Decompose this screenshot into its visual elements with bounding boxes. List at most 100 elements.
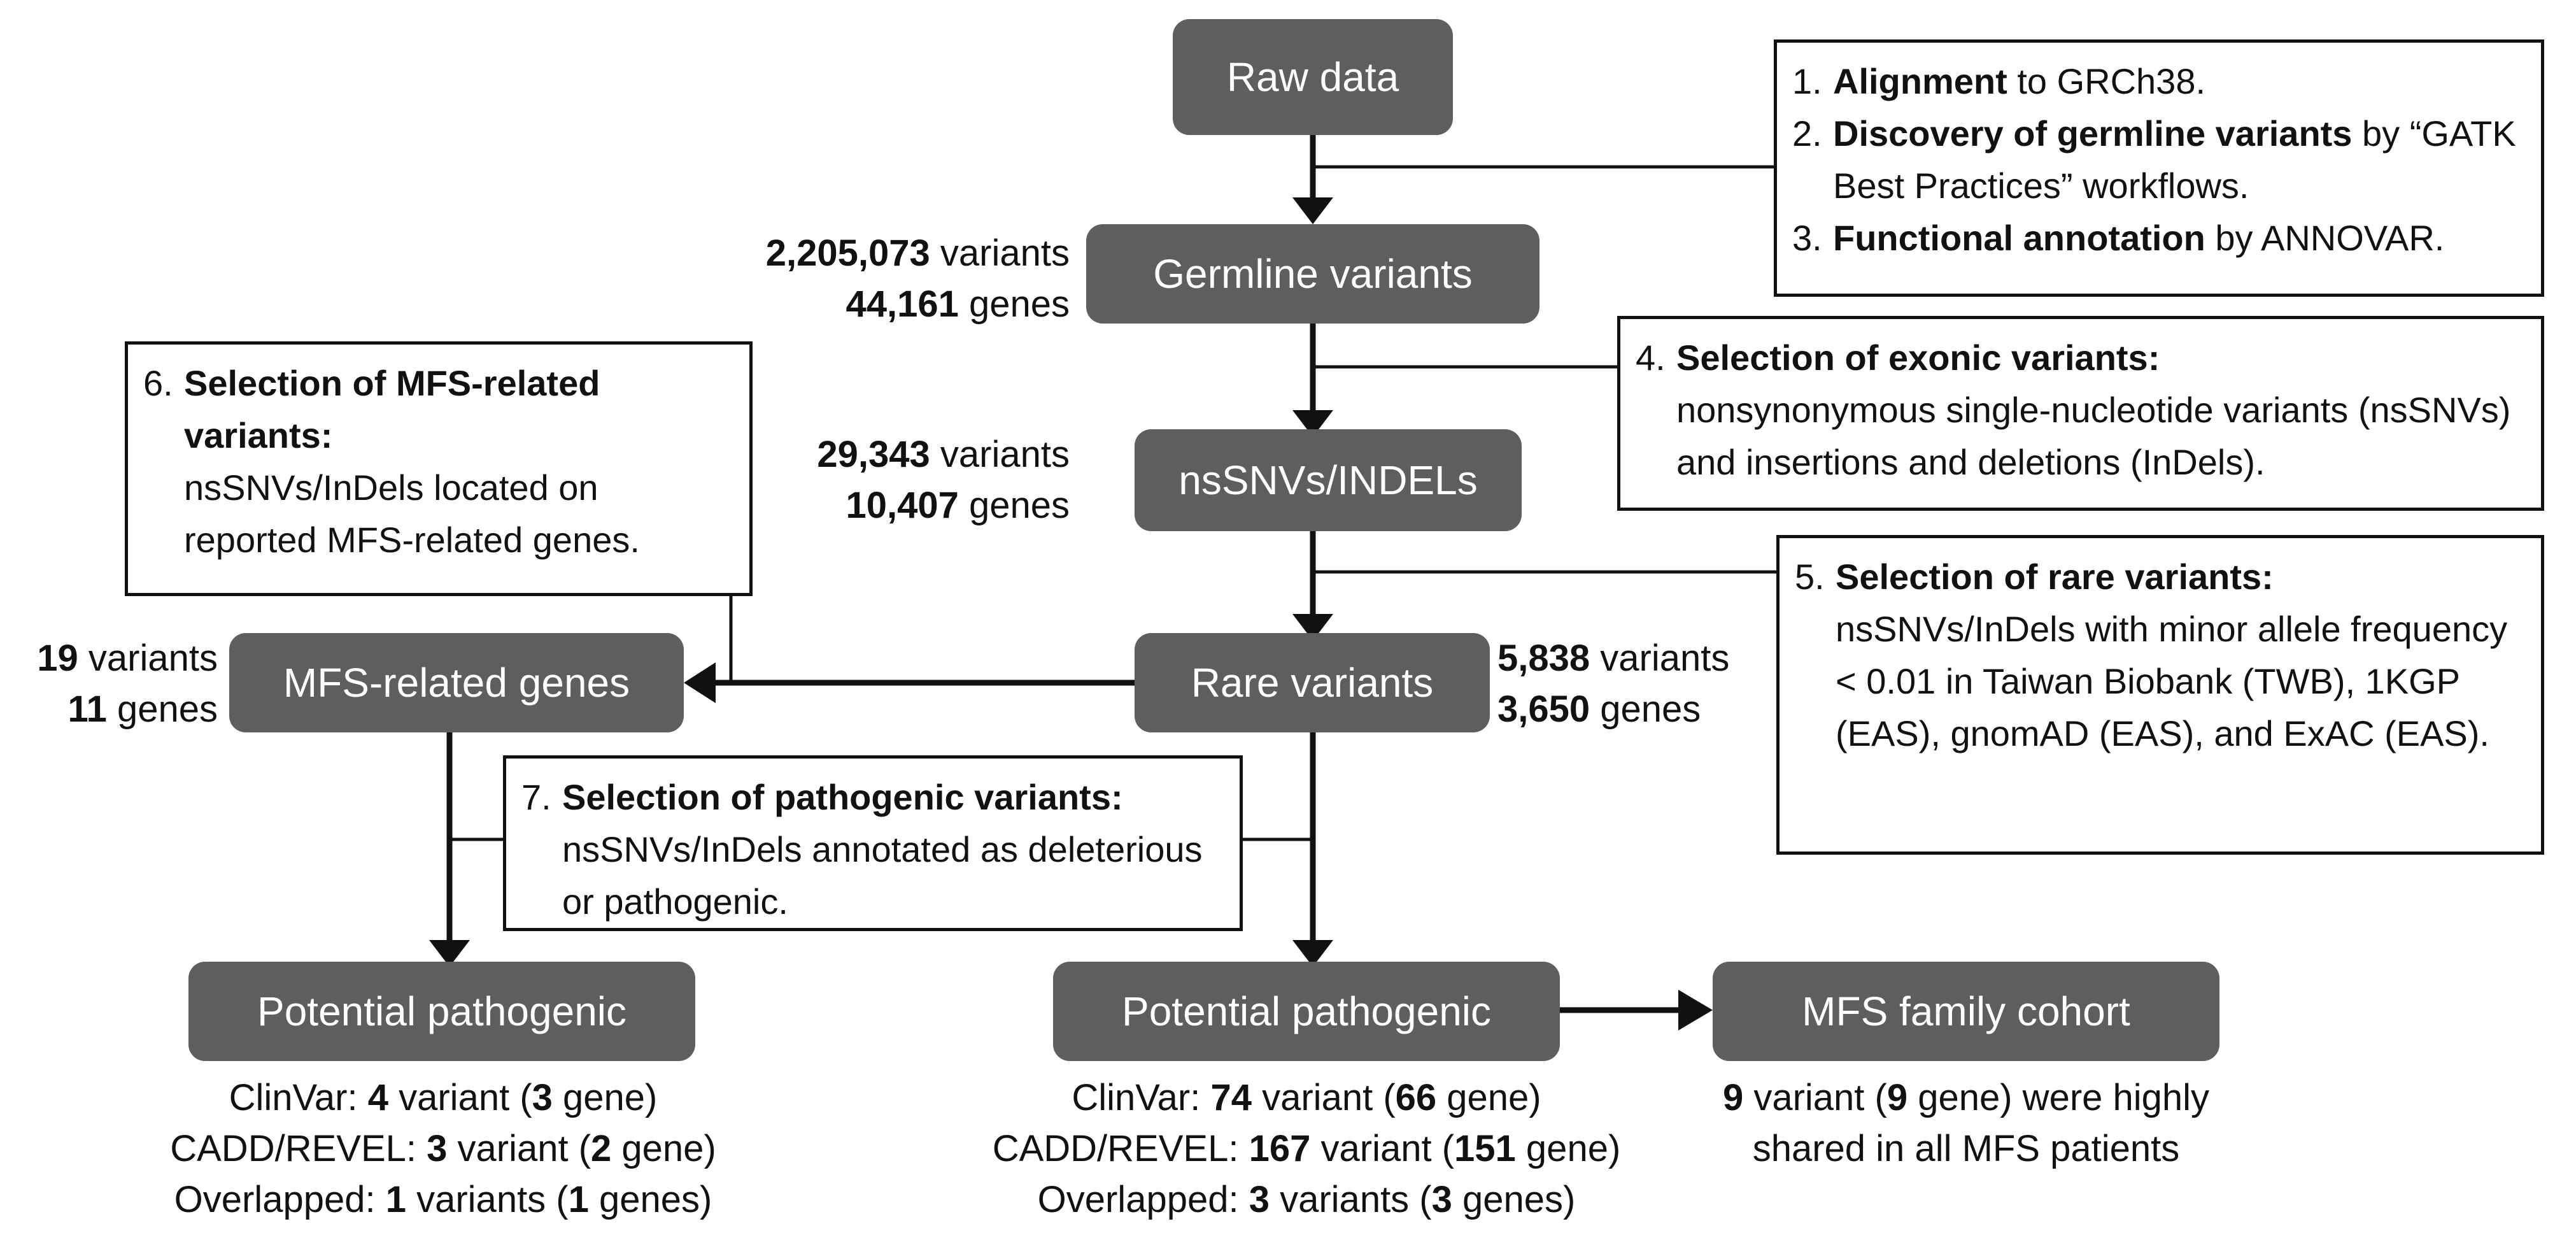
arrowhead-mfs <box>684 662 716 703</box>
result-left-clinvar-genes: 3 <box>532 1077 553 1118</box>
note-1-number: 1. <box>1792 61 1822 101</box>
note-item-2: 2. Discovery of germline variants by “GA… <box>1792 108 2526 212</box>
note-item-3: 3. Functional annotation by ANNOVAR. <box>1792 212 2526 264</box>
note-3-text: by ANNOVAR. <box>2205 218 2445 258</box>
count-rare-genes-num: 3,650 <box>1497 688 1590 730</box>
result-right-cadd-label: CADD/REVEL: <box>992 1128 1249 1169</box>
count-nssnvs: 29,343 variants 10,407 genes <box>817 429 1070 531</box>
result-right-cadd: CADD/REVEL: 167 variant (151 gene) <box>987 1123 1626 1174</box>
count-rare-variants-num: 5,838 <box>1497 638 1590 679</box>
node-nssnvs-indels: nsSNVs/INDELs <box>1135 429 1522 531</box>
result-right-overlap-gw: genes) <box>1452 1179 1576 1220</box>
note-6-number: 6. <box>143 363 173 403</box>
count-mfs: 19 variants 11 genes <box>37 633 218 735</box>
note-box-step-4: 4. Selection of exonic variants: nonsynon… <box>1617 316 2544 511</box>
node-rare-variants: Rare variants <box>1135 633 1490 732</box>
note-1-title: Alignment <box>1833 61 2007 101</box>
count-nssnvs-variants-num: 29,343 <box>817 434 930 475</box>
note-2-title: Discovery of germline variants <box>1833 113 2353 153</box>
note-7-title: Selection of pathogenic variants: <box>562 777 1123 817</box>
count-germline: 2,205,073 variants 44,161 genes <box>766 228 1070 330</box>
result-right-clinvar: ClinVar: 74 variant (66 gene) <box>987 1073 1626 1123</box>
count-mfs-variants-word: variants <box>88 638 218 679</box>
result-right-cadd-vw: variant ( <box>1310 1128 1455 1169</box>
note-box-steps-1-3: 1. Alignment to GRCh38. 2. Discovery of … <box>1774 39 2544 297</box>
node-potential-pathogenic-left: Potential pathogenic <box>188 962 695 1061</box>
count-rare: 5,838 variants 3,650 genes <box>1497 633 1729 735</box>
result-right-cadd-gw: gene) <box>1515 1128 1621 1169</box>
result-right-cadd-genes: 151 <box>1454 1128 1516 1169</box>
result-cohort-vw: variant ( <box>1743 1077 1887 1118</box>
count-germline-genes-num: 44,161 <box>846 283 959 325</box>
note-box-step-7: 7. Selection of pathogenic variants:nsSN… <box>503 755 1243 931</box>
node-mfs-related-genes: MFS-related genes <box>229 633 684 732</box>
note-4-text: nonsynonymous single-nucleotide variants… <box>1676 390 2511 482</box>
count-nssnvs-genes-num: 10,407 <box>846 485 959 526</box>
results-cohort: 9 variant (9 gene) were highly shared in… <box>1655 1073 2277 1174</box>
note-box-step-5: 5. Selection of rare variants: nsSNVs/InD… <box>1776 535 2544 855</box>
note-7-number: 7. <box>521 777 551 817</box>
result-left-clinvar-label: ClinVar: <box>229 1077 368 1118</box>
result-left-clinvar-variants: 4 <box>367 1077 388 1118</box>
note-5-number: 5. <box>1795 557 1825 597</box>
note-3-title: Functional annotation <box>1833 218 2205 258</box>
count-germline-genes-word: genes <box>968 283 1070 325</box>
count-nssnvs-variants-word: variants <box>940 434 1070 475</box>
note-5-title: Selection of rare variants: <box>1836 557 2274 597</box>
result-right-clinvar-variants: 74 <box>1210 1077 1252 1118</box>
result-right-cadd-variants: 167 <box>1249 1128 1311 1169</box>
result-cohort-line2: shared in all MFS patients <box>1752 1128 2180 1169</box>
count-germline-variants-num: 2,205,073 <box>765 232 930 274</box>
result-left-cadd-vw: variant ( <box>447 1128 591 1169</box>
result-left-cadd-gw: gene) <box>611 1128 716 1169</box>
count-rare-variants-word: variants <box>1600 638 1730 679</box>
result-right-overlap-genes: 3 <box>1431 1179 1452 1220</box>
node-potential-pathogenic-right: Potential pathogenic <box>1053 962 1560 1061</box>
note-4-title: Selection of exonic variants: <box>1676 338 2160 378</box>
result-cohort-gw: gene) were highly <box>1907 1077 2210 1118</box>
note-item-7: 7. Selection of pathogenic variants:nsSN… <box>521 771 1224 928</box>
result-cohort-line1: 9 variant (9 gene) were highly <box>1655 1073 2277 1123</box>
note-3-number: 3. <box>1792 218 1822 258</box>
arrowhead-germline <box>1292 197 1333 224</box>
result-right-overlap-vw: variants ( <box>1269 1179 1432 1220</box>
result-left-overlap-gw: genes) <box>588 1179 712 1220</box>
count-germline-variants-word: variants <box>940 232 1070 274</box>
note-item-6: 6. Selection of MFS-related variants:nsS… <box>143 357 734 566</box>
note-item-1: 1. Alignment to GRCh38. <box>1792 55 2526 108</box>
arrowhead-potential-right <box>1292 940 1333 967</box>
node-mfs-family-cohort: MFS family cohort <box>1713 962 2219 1061</box>
arrowhead-potential-left <box>429 940 470 967</box>
result-right-clinvar-label: ClinVar: <box>1072 1077 1211 1118</box>
result-right-clinvar-genes: 66 <box>1395 1077 1437 1118</box>
result-left-overlap-label: Overlapped: <box>174 1179 386 1220</box>
note-item-5: 5. Selection of rare variants: nsSNVs/InD… <box>1795 551 2526 760</box>
result-left-overlap: Overlapped: 1 variants (1 genes) <box>125 1174 761 1225</box>
note-1-text: to GRCh38. <box>2007 61 2206 101</box>
results-left: ClinVar: 4 variant (3 gene) CADD/REVEL: … <box>125 1073 761 1225</box>
note-6-title: Selection of MFS-related variants: <box>184 363 600 455</box>
arrowhead-rare <box>1292 614 1333 641</box>
note-4-number: 4. <box>1636 338 1666 378</box>
results-right: ClinVar: 74 variant (66 gene) CADD/REVEL… <box>987 1073 1626 1225</box>
note-5-text: nsSNVs/InDels with minor allele frequenc… <box>1836 609 2508 753</box>
note-2-number: 2. <box>1792 113 1822 153</box>
note-2-text: by “GATK Best Practices” workflows. <box>1833 113 2516 206</box>
count-nssnvs-genes-word: genes <box>968 485 1070 526</box>
result-left-overlap-vw: variants ( <box>406 1179 569 1220</box>
count-mfs-genes-num: 11 <box>67 688 107 730</box>
result-right-overlap: Overlapped: 3 variants (3 genes) <box>987 1174 1626 1225</box>
arrowhead-nssnvs <box>1292 410 1333 437</box>
count-rare-genes-word: genes <box>1600 688 1701 730</box>
count-mfs-variants-num: 19 <box>37 638 78 679</box>
result-left-overlap-variants: 1 <box>385 1179 406 1220</box>
result-right-overlap-variants: 3 <box>1249 1179 1270 1220</box>
result-cohort-variants: 9 <box>1722 1077 1744 1118</box>
result-cohort-genes: 9 <box>1886 1077 1908 1118</box>
result-left-cadd-label: CADD/REVEL: <box>170 1128 427 1169</box>
node-raw-data: Raw data <box>1173 19 1453 135</box>
arrowhead-cohort <box>1678 990 1713 1030</box>
result-left-cadd-variants: 3 <box>427 1128 448 1169</box>
result-right-overlap-label: Overlapped: <box>1037 1179 1249 1220</box>
